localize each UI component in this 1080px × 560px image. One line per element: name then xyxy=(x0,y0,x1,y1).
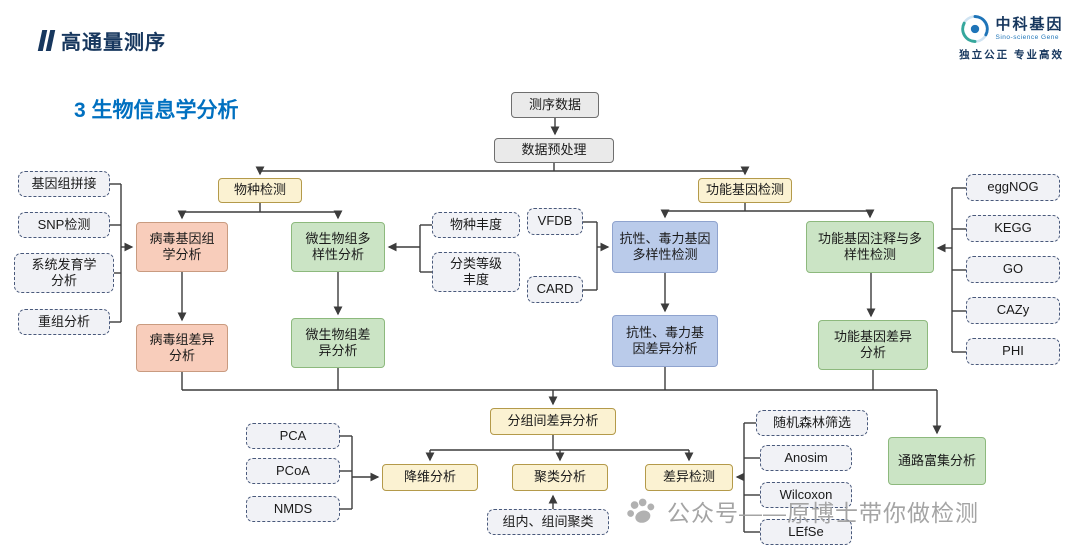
node-nmds: NMDS xyxy=(246,496,340,522)
node-seq-data: 测序数据 xyxy=(511,92,599,118)
company-subtitle: Sino-science Gene xyxy=(995,33,1059,41)
company-logo: 中科基因 Sino-science Gene 独立公正 专业高效 xyxy=(959,14,1064,62)
node-micro-diversity: 微生物组多 样性分析 xyxy=(291,222,385,272)
node-cluster: 聚类分析 xyxy=(512,464,608,491)
node-species-detect: 物种检测 xyxy=(218,178,302,203)
node-go: GO xyxy=(966,256,1060,283)
paw-icon xyxy=(627,498,655,523)
node-phylo: 系统发育学 分析 xyxy=(14,253,114,293)
node-dimred: 降维分析 xyxy=(382,464,478,491)
node-cazy: CAZy xyxy=(966,297,1060,324)
node-vfdb: VFDB xyxy=(527,208,583,235)
node-species-abundance: 物种丰度 xyxy=(432,212,520,238)
node-kegg: KEGG xyxy=(966,215,1060,242)
node-random-forest: 随机森林筛选 xyxy=(756,410,868,436)
node-micro-diff: 微生物组差 异分析 xyxy=(291,318,385,368)
node-virome-diff: 病毒组差异 分析 xyxy=(136,324,228,372)
node-func-diff: 功能基因差异 分析 xyxy=(818,320,928,370)
watermark: 公众号——原博士带你做检测 xyxy=(624,494,979,528)
node-pca: PCA xyxy=(246,423,340,449)
company-logo-icon xyxy=(960,15,989,43)
node-pcoa: PCoA xyxy=(246,458,340,484)
node-genome-assembly: 基因组拼接 xyxy=(18,171,110,197)
node-group-diff: 分组间差异分析 xyxy=(490,408,616,435)
node-wilcoxon: Wilcoxon xyxy=(760,482,852,508)
node-func-annotation: 功能基因注释与多 样性检测 xyxy=(806,221,934,273)
header-title: 高通量测序 xyxy=(61,32,166,54)
node-eggnog: eggNOG xyxy=(966,174,1060,201)
section-title: 3 生物信息学分析 xyxy=(74,99,239,122)
node-diff-test: 差异检测 xyxy=(645,464,733,491)
node-preprocess: 数据预处理 xyxy=(494,138,614,163)
node-intra-cluster: 组内、组间聚类 xyxy=(487,509,609,535)
node-snp: SNP检测 xyxy=(18,212,110,238)
watermark-text: 公众号——原博士带你做检测 xyxy=(667,500,979,526)
node-resist-diversity: 抗性、毒力基因 多样性检测 xyxy=(612,221,718,273)
node-phi: PHI xyxy=(966,338,1060,365)
company-name: 中科基因 xyxy=(995,16,1064,34)
node-taxon-abundance: 分类等级 丰度 xyxy=(432,252,520,292)
company-tagline: 独立公正 专业高效 xyxy=(959,49,1064,61)
node-anosim: Anosim xyxy=(760,445,852,471)
node-pathway: 通路富集分析 xyxy=(888,437,986,485)
node-card: CARD xyxy=(527,276,583,303)
slide-header: 高通量测序 xyxy=(37,26,166,55)
node-virus-genomics: 病毒基因组 学分析 xyxy=(136,222,228,272)
node-lefse: LEfSe xyxy=(760,519,852,545)
node-recomb: 重组分析 xyxy=(18,309,110,335)
node-func-detect: 功能基因检测 xyxy=(698,178,792,203)
node-resist-diff: 抗性、毒力基 因差异分析 xyxy=(612,315,718,367)
